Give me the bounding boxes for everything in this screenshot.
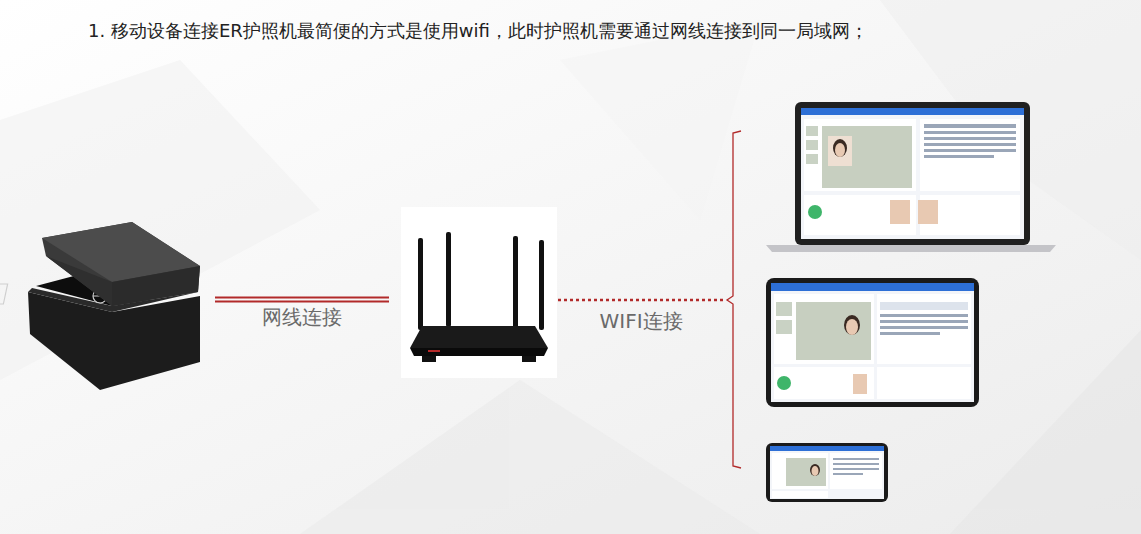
phone: [766, 443, 888, 502]
bracket: [727, 131, 741, 468]
wifi-line: [558, 299, 724, 302]
cable-line: [215, 298, 389, 302]
link-label: WIFI连接: [599, 309, 682, 333]
wifi-router: [401, 207, 557, 378]
heading-text: 1. 移动设备连接ER护照机最简便的方式是使用wifi，此时护照机需要通过网线连…: [88, 20, 868, 42]
tablet: [766, 278, 979, 407]
passport-reader: [0, 222, 200, 390]
laptop: [766, 102, 1056, 252]
link-label: 网线连接: [262, 305, 342, 329]
